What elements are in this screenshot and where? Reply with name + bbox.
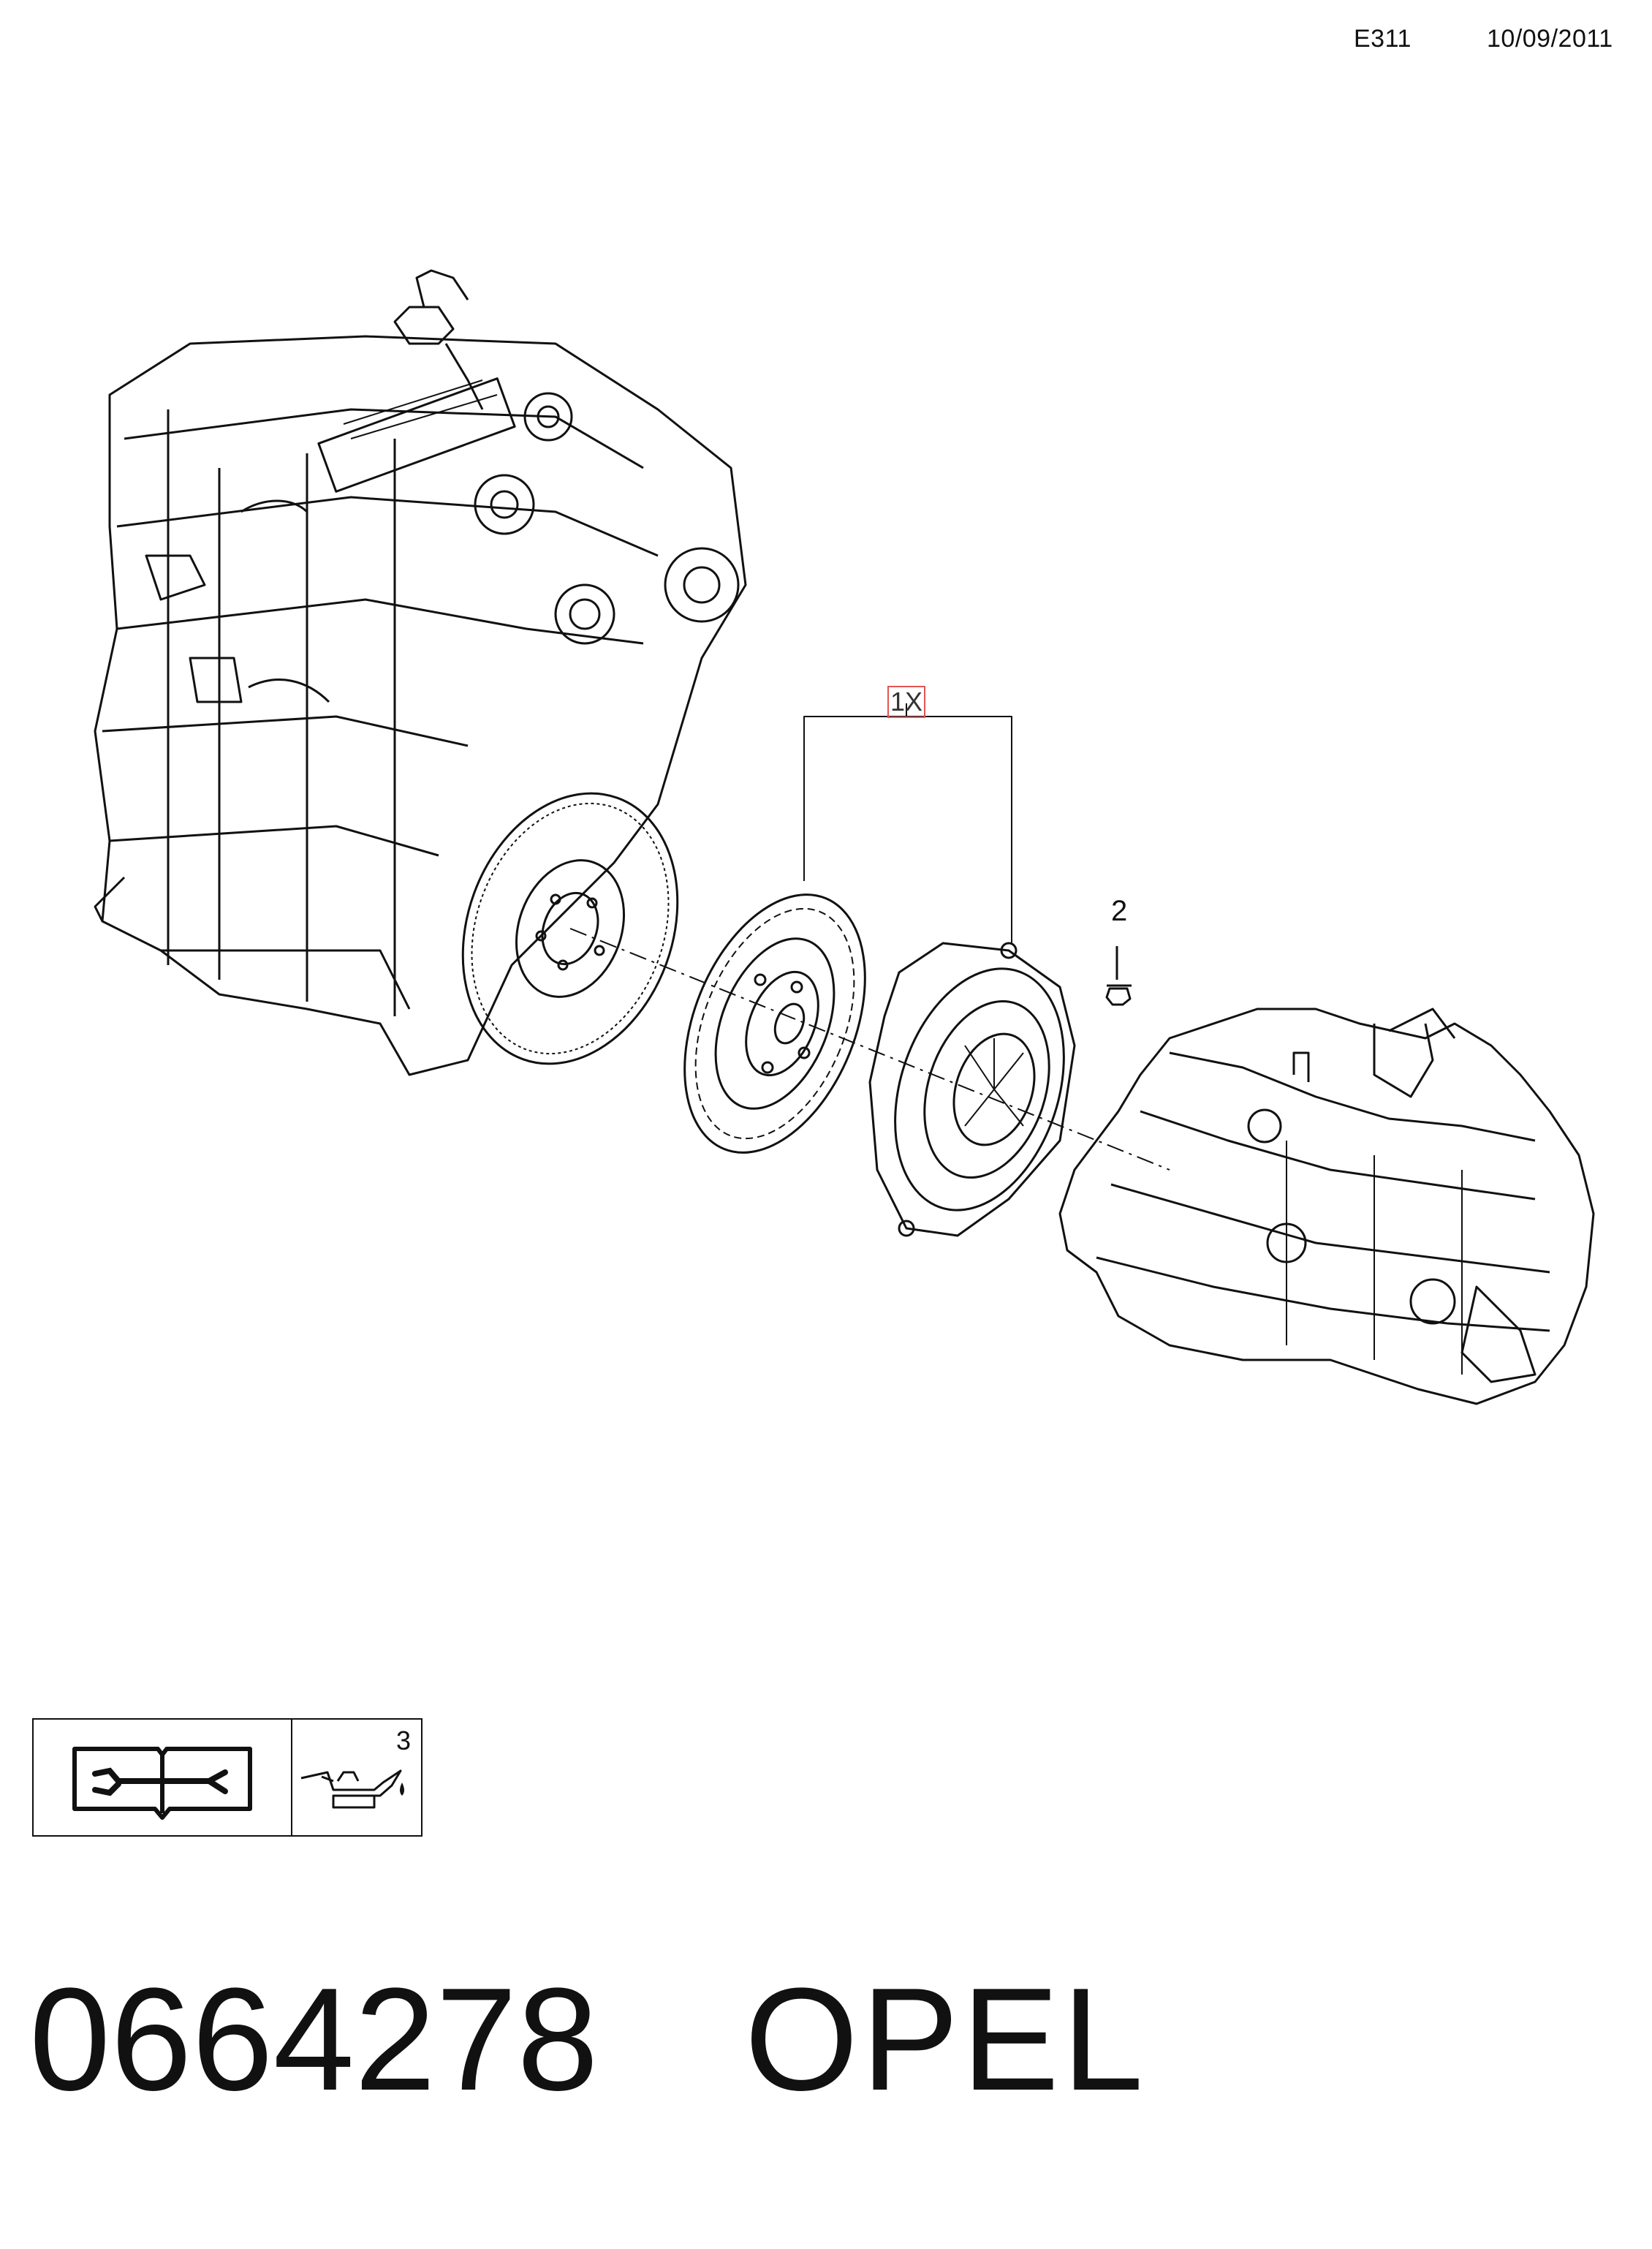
- exploded-parts-diagram: [94, 269, 1595, 1405]
- diagram-date: 10/09/2011: [1487, 25, 1613, 53]
- oil-can-icon: [300, 1769, 404, 1809]
- brand-name: OPEL: [744, 1958, 1147, 2121]
- repair-manual-icon: [72, 1747, 252, 1820]
- diagram-code: E311: [1354, 25, 1412, 53]
- part-number: 0664278: [29, 1958, 599, 2121]
- oil-reference-number: 3: [395, 1726, 411, 1755]
- legend-oil-cell: 3: [292, 1720, 421, 1835]
- callout-bracket: [803, 703, 1012, 943]
- mounting-bolt: [1105, 946, 1132, 1006]
- transmission-illustration: [1058, 1008, 1595, 1405]
- legend-box: 3: [32, 1718, 423, 1837]
- callout-item-2: 2: [1111, 895, 1128, 927]
- callout-item-1: 1X: [887, 686, 925, 718]
- assembly-axis-line: [569, 928, 1170, 1171]
- clutch-disc: [683, 893, 866, 1154]
- pressure-plate: [868, 942, 1076, 1237]
- flywheel: [461, 792, 679, 1065]
- legend-manual-cell: [34, 1720, 292, 1835]
- engine-illustration: [94, 269, 747, 1076]
